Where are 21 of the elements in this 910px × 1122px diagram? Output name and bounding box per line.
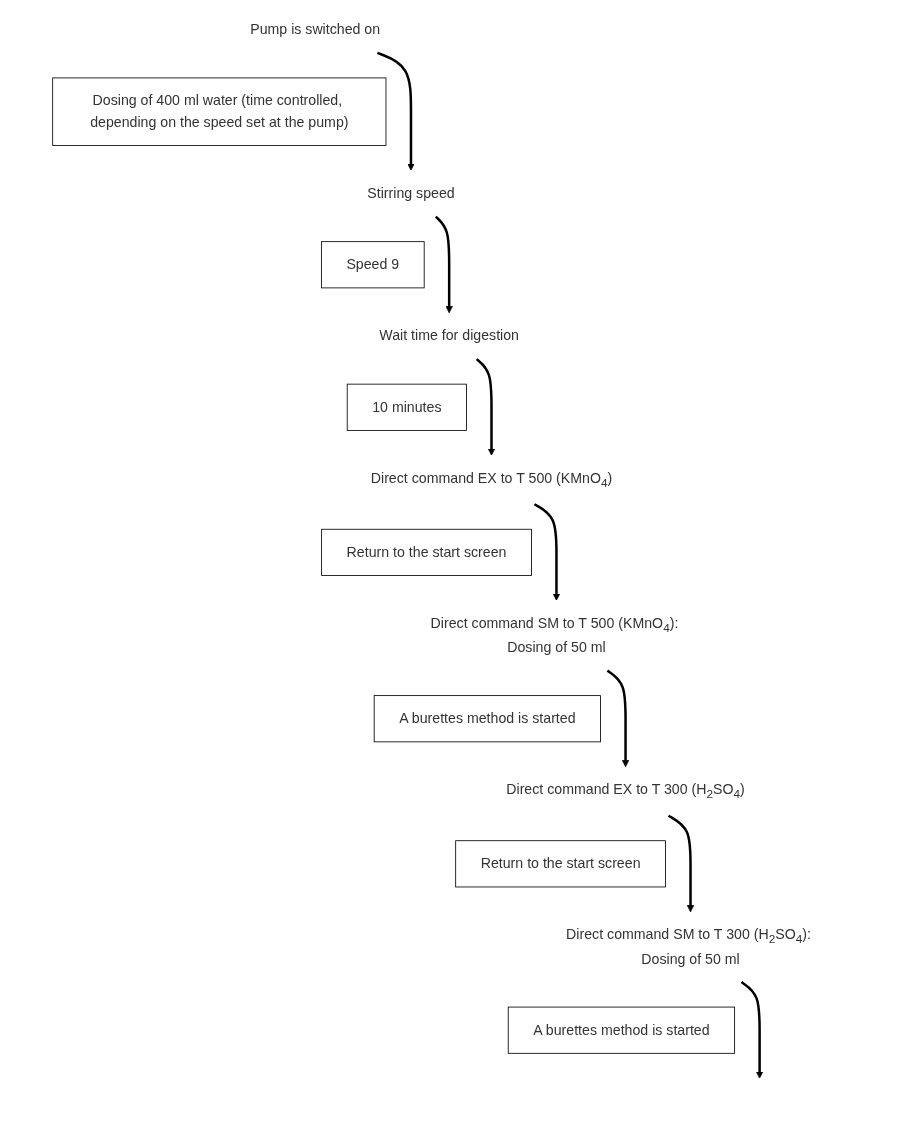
step-text: Wait time for digestion xyxy=(379,327,520,344)
note-box: Return to the start screen xyxy=(321,528,532,576)
arrow xyxy=(740,981,764,1079)
arrow xyxy=(475,358,496,456)
arrow xyxy=(606,669,630,768)
arrow xyxy=(533,503,561,601)
note-box: 10 minutes xyxy=(346,383,467,431)
step-text: Stirring speed xyxy=(367,185,455,202)
note-box: Return to the start screen xyxy=(455,840,666,888)
note-box: Dosing of 400 ml water (time controlled, depending on the speed set at the pump) xyxy=(52,77,387,146)
note-box: Speed 9 xyxy=(321,241,425,289)
step-text: Direct command SM to T 300 (H$_{2}$SO$_{4}$): Dosing of 50 ml xyxy=(566,926,812,967)
arrow xyxy=(377,51,415,171)
arrow xyxy=(435,215,453,314)
note-box: A burettes method is started xyxy=(507,1006,736,1054)
step-text: Direct command EX to T 300 (H$_{2}$SO$_{4}$) xyxy=(506,781,745,801)
arrow xyxy=(668,814,695,913)
step-text: Pump is switched on xyxy=(250,21,381,38)
step-text: Direct command SM to T 500 (KMnO$_{4}$): Dosing of 50 ml xyxy=(430,615,679,656)
step-text: Direct command EX to T 500 (KMnO$_{4}$) xyxy=(370,470,613,490)
note-box: A burettes method is started xyxy=(373,695,602,743)
